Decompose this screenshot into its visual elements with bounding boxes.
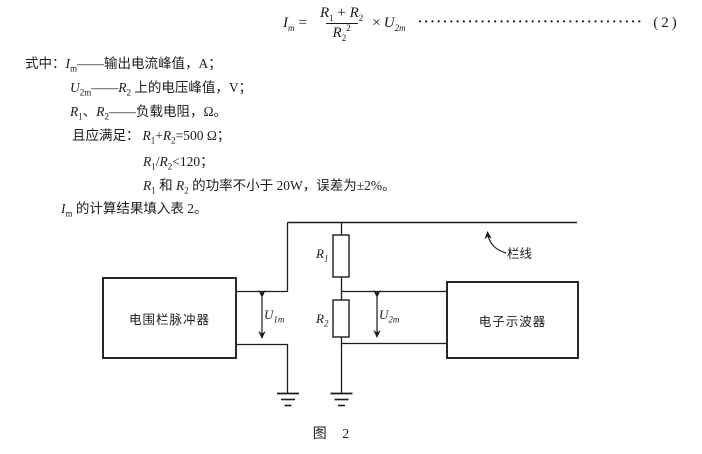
plus-sign: + xyxy=(337,4,346,21)
u1m-label: U1m xyxy=(264,307,285,325)
cond-line-2: R1/R2<120； xyxy=(143,150,214,172)
formula-U2m: U2m xyxy=(383,14,406,33)
def2-sub1: 2m xyxy=(79,87,92,98)
def3-var2: R xyxy=(96,104,105,119)
var-R1: R xyxy=(319,4,330,21)
formula-2: Im = R1 + R2 R22 × U2m ·················… xyxy=(283,1,680,45)
figure-caption: 图 2 xyxy=(302,423,366,443)
cond2-text: <120； xyxy=(172,154,214,169)
result-var: I xyxy=(61,201,66,216)
pulser-box-label: 电围栏脉冲器 xyxy=(103,278,236,358)
r1-label: R1 xyxy=(316,246,329,264)
var-U-sub: 2m xyxy=(394,22,406,33)
cond1-lead: 且应满足： xyxy=(72,128,140,143)
def-line-2: U2m——R2 上的电压峰值，V； xyxy=(70,76,253,98)
fraction-denominator: R22 xyxy=(325,22,358,43)
oscilloscope-box-label: 电子示波器 xyxy=(447,282,578,358)
dotted-leader: ···································· xyxy=(417,15,644,30)
oscilloscope-box xyxy=(446,281,579,359)
pulser-box xyxy=(102,277,237,359)
def3-text: ——负载电阻，Ω。 xyxy=(109,104,228,119)
var-R2sq-sup: 2 xyxy=(346,22,351,33)
times-sign: × xyxy=(372,14,381,31)
cond3-text: 的功率不小于 20W，误差为±2%。 xyxy=(188,178,396,193)
cond1-op: + xyxy=(155,128,163,143)
cond3-sub2: 2 xyxy=(184,185,189,196)
figure-caption-text: 图 2 xyxy=(312,427,356,442)
cond-line-1: 且应满足：R1+R2=500 Ω； xyxy=(72,124,231,146)
equals-sign: = xyxy=(298,14,307,31)
var-R2sq: R xyxy=(332,24,342,41)
cond2-sub2: 2 xyxy=(167,161,173,172)
def3-sub2: 2 xyxy=(104,111,110,122)
r2-label-var: R xyxy=(316,311,324,326)
def2-var2: R xyxy=(118,80,127,95)
ground-symbol-left xyxy=(277,392,299,407)
equation-number: (2) xyxy=(653,14,680,31)
var-I: I xyxy=(283,14,288,31)
var-R2sq-sub: 2 xyxy=(341,32,347,43)
fraction: R1 + R2 R22 xyxy=(315,5,368,43)
cond3-var2: R xyxy=(176,178,185,193)
def1-var: I xyxy=(65,56,71,71)
def3-sep: 、 xyxy=(82,104,97,119)
cond3-var1: R xyxy=(143,178,152,193)
cond2-op: / xyxy=(155,154,160,169)
var-R2: R xyxy=(349,4,359,21)
resistor-r1 xyxy=(332,234,350,278)
result-text: 的计算结果填入表 2。 xyxy=(72,201,208,216)
result-line: Im 的计算结果填入表 2。 xyxy=(61,197,208,219)
cond1-sub2: 2 xyxy=(171,135,176,146)
def-line-3: R1、R2——负载电阻，Ω。 xyxy=(70,100,228,122)
var-I-sub: m xyxy=(288,22,295,33)
r1-label-var: R xyxy=(316,246,324,261)
cond3-mid: 和 xyxy=(155,178,176,193)
def1-lead: 式中： xyxy=(25,56,66,71)
oscilloscope-box-text: 电子示波器 xyxy=(478,314,547,329)
var-R1-sub: 1 xyxy=(329,12,334,23)
fence-line-text: 栏线 xyxy=(507,247,533,261)
var-R2-sub: 2 xyxy=(358,12,364,23)
def-line-1: 式中：Im——输出电流峰值，A； xyxy=(25,52,222,74)
r2-label-sub: 2 xyxy=(323,318,329,329)
formula-lhs: Im xyxy=(283,14,295,33)
def2-var1: U xyxy=(70,80,80,95)
cond2-var2: R xyxy=(159,154,168,169)
r1-label-sub: 1 xyxy=(323,253,329,264)
result-sub: m xyxy=(65,208,73,219)
def1-sub: m xyxy=(70,63,78,74)
pulser-box-text: 电围栏脉冲器 xyxy=(128,312,210,327)
cond1-text: =500 Ω； xyxy=(175,128,231,143)
def2-sub2: 2 xyxy=(126,87,132,98)
u2m-label-var: U xyxy=(379,307,389,322)
cond1-sub1: 1 xyxy=(150,135,156,146)
ground-symbol-right xyxy=(330,392,353,407)
u1m-label-var: U xyxy=(264,307,274,322)
def1-text: ——输出电流峰值，A； xyxy=(77,56,222,71)
var-U: U xyxy=(383,14,395,31)
def3-sub1: 1 xyxy=(78,111,83,122)
def3-var1: R xyxy=(70,104,79,119)
cond3-sub1: 1 xyxy=(151,185,156,196)
resistor-r2 xyxy=(332,299,350,338)
fence-callout-arrow xyxy=(484,231,507,254)
u1m-label-sub: 1m xyxy=(273,314,285,325)
cond1-var1: R xyxy=(142,128,151,143)
fence-line-label: 栏线 xyxy=(507,243,532,262)
fraction-numerator: R1 + R2 xyxy=(315,5,368,23)
cond2-sub1: 1 xyxy=(151,161,156,172)
u2m-label: U2m xyxy=(379,307,400,325)
def2-text: 上的电压峰值，V； xyxy=(131,80,253,95)
cond2-var1: R xyxy=(143,154,152,169)
r2-label: R2 xyxy=(316,311,329,329)
cond-line-3: R1 和 R2 的功率不小于 20W，误差为±2%。 xyxy=(143,174,396,196)
cond1-var2: R xyxy=(162,128,172,143)
u2m-label-sub: 2m xyxy=(388,314,400,325)
def2-dash: —— xyxy=(91,80,119,95)
